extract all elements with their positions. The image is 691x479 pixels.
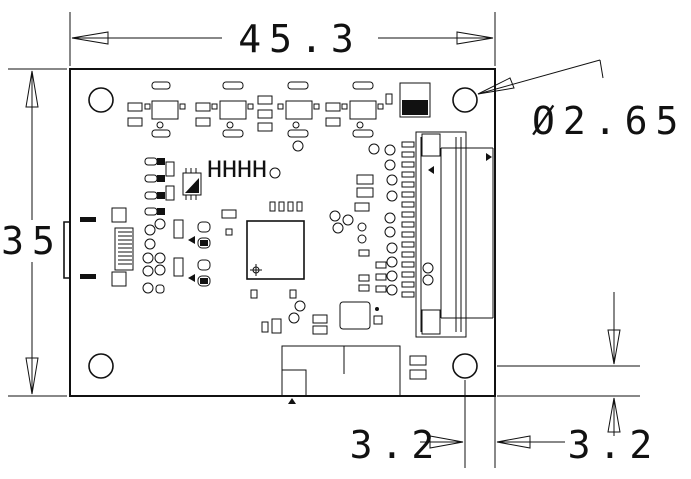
mounting-hole-top-left: [88, 87, 114, 113]
hole-diameter-label: Ø2.65: [532, 99, 686, 143]
small-ic: HHHH: [182, 158, 281, 200]
top-transistor-row: [127, 81, 431, 155]
right-center-passives: [312, 174, 387, 335]
right-passive-column: [384, 141, 434, 298]
hole-offset-y-label: 3.2: [568, 423, 661, 467]
hole-diameter-callout: Ø2.65: [477, 59, 686, 143]
transistor-3: [257, 81, 320, 138]
diode-array: [173, 209, 237, 287]
width-dimension-label: 45.3: [238, 17, 362, 61]
inductor-package: [339, 301, 371, 330]
mounting-hole-bottom-right: [452, 353, 478, 379]
transistor-1: [127, 81, 186, 138]
hole-offset-vertical-dimension: [497, 292, 640, 436]
height-dimension: 35: [1, 68, 67, 397]
usb-pins: [118, 231, 132, 265]
usb-connector: [63, 207, 134, 287]
mounting-hole-top-right: [452, 87, 478, 113]
mounting-holes: [88, 87, 478, 379]
fpc-connector: [415, 131, 494, 338]
hole-offset-x-label: 3.2: [350, 423, 443, 467]
diode-package: [399, 82, 431, 118]
hole-offset-horizontal-dimension: 3.2 3.2: [350, 380, 661, 468]
transistor-2: [195, 81, 254, 138]
transistor-4: [325, 81, 384, 138]
height-dimension-label: 35: [1, 219, 63, 263]
main-chip: [246, 201, 306, 334]
left-passives: [142, 157, 175, 294]
bottom-switch: [281, 345, 427, 404]
mounting-hole-bottom-left: [88, 353, 114, 379]
width-dimension: 45.3: [69, 12, 496, 66]
h-mark-labels: HHHH: [207, 158, 267, 183]
